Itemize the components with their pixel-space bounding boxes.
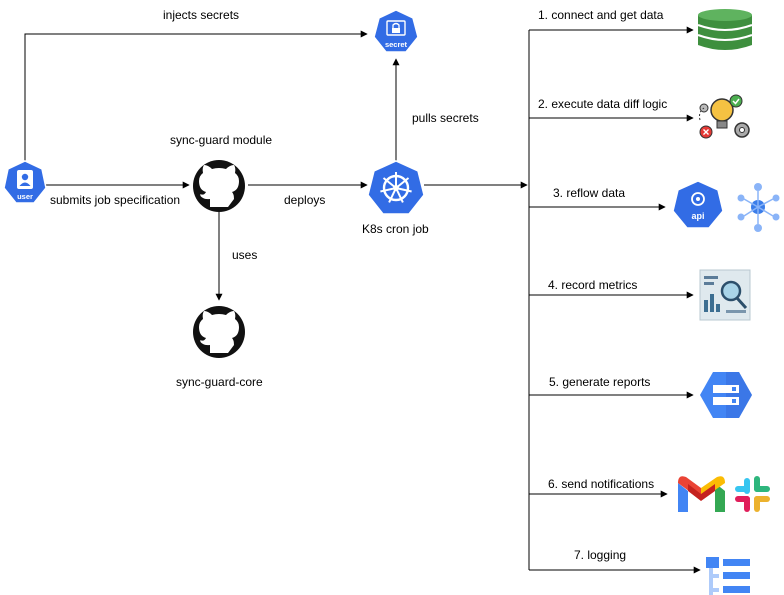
- secret-icon: secret: [373, 9, 419, 53]
- github-icon: [193, 160, 245, 212]
- label-sync-guard-module: sync-guard module: [170, 133, 272, 147]
- slack-icon: [735, 476, 770, 512]
- gmail-slack-icon: [678, 476, 770, 512]
- label-pulls-secrets: pulls secrets: [412, 111, 479, 125]
- api-network-icon: api: [672, 180, 780, 232]
- kubernetes-icon: [367, 160, 425, 215]
- user-icon-label: user: [17, 192, 33, 201]
- network-icon: [737, 183, 780, 232]
- api-icon: api: [672, 180, 724, 229]
- step-label-4: 4. record metrics: [548, 278, 637, 292]
- step-label-6: 6. send notifications: [548, 477, 654, 491]
- storage-icon: [700, 372, 752, 418]
- logging-icon: [706, 557, 750, 595]
- lightbulb-gears-icon: [699, 94, 750, 139]
- secret-icon-label: secret: [385, 40, 408, 49]
- label-injects-secrets: injects secrets: [163, 8, 239, 22]
- label-submits-job: submits job specification: [50, 193, 180, 207]
- api-icon-label: api: [691, 211, 704, 221]
- step-label-7: 7. logging: [574, 548, 626, 562]
- step-label-2: 2. execute data diff logic: [538, 97, 667, 111]
- label-sync-guard-core: sync-guard-core: [176, 375, 263, 389]
- step-label-1: 1. connect and get data: [538, 8, 664, 22]
- github-core-icon: [193, 306, 245, 358]
- metrics-dashboard-icon: [699, 269, 751, 321]
- gmail-icon: [678, 476, 725, 512]
- label-deploys: deploys: [284, 193, 325, 207]
- label-uses: uses: [232, 248, 257, 262]
- step-label-3: 3. reflow data: [553, 186, 625, 200]
- label-k8s-cron-job: K8s cron job: [362, 222, 429, 236]
- database-icon: [697, 9, 753, 50]
- edge-injects-secrets: [24, 30, 368, 165]
- user-icon: user: [3, 160, 47, 204]
- step-label-5: 5. generate reports: [549, 375, 650, 389]
